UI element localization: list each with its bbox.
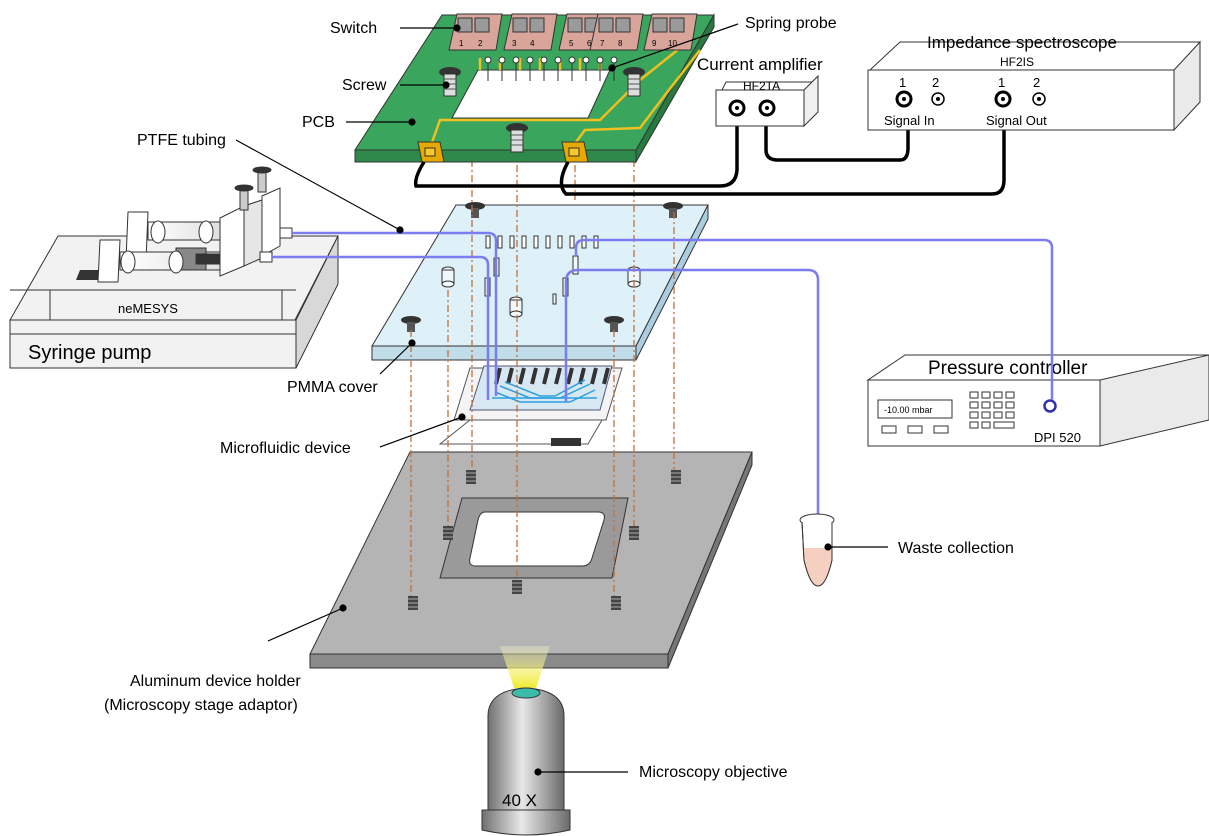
switch-number: 9 (652, 39, 657, 48)
aluminum-holder (310, 452, 752, 668)
label-pcb: PCB (302, 114, 335, 131)
dip-switch-group: 1 2 3 4 5 6 7 8 9 10 (449, 14, 697, 50)
switch-number: 8 (618, 39, 623, 48)
label-stage-adaptor: (Microscopy stage adaptor) (104, 697, 298, 714)
microscopy-objective: 40 X (482, 646, 570, 835)
label-microscopy-objective: Microscopy objective (639, 764, 788, 781)
pump-brand: neMESYS (118, 301, 178, 316)
sma-connector (562, 142, 588, 162)
impedance-spectroscope: HF2IS 1 2 1 2 Signal In Signal Out (868, 42, 1200, 130)
holder-screw (443, 526, 453, 540)
switch-number: 1 (459, 39, 464, 48)
label-impedance-spectroscope: Impedance spectroscope (927, 33, 1117, 52)
objective-magnification: 40 X (502, 791, 537, 810)
current-amplifier: HF2TA (716, 76, 818, 126)
holder-screw (512, 580, 522, 594)
holder-screw (466, 470, 476, 484)
amplifier-model: HF2TA (743, 79, 780, 93)
port-label: 1 (998, 75, 1005, 90)
sma-connector (418, 142, 444, 162)
holder-screw (671, 470, 681, 484)
pressure-controller: -10.00 mbar DPI 520 Pressure controller (868, 355, 1209, 446)
signal-in-label: Signal In (884, 113, 935, 128)
signal-out-label: Signal Out (986, 113, 1047, 128)
impedance-model: HF2IS (1000, 55, 1034, 69)
label-waste-collection: Waste collection (898, 540, 1014, 557)
label-spring-probe: Spring probe (745, 15, 837, 32)
label-ptfe-tubing: PTFE tubing (137, 132, 226, 149)
microfluidic-device (440, 366, 622, 446)
pmma-cover (372, 202, 708, 360)
port-label: 2 (932, 75, 939, 90)
holder-screw (629, 526, 639, 540)
label-pmma-cover: PMMA cover (287, 379, 378, 396)
pressure-title: Pressure controller (928, 358, 1088, 379)
holder-screw (408, 596, 418, 610)
label-aluminum-holder: Aluminum device holder (130, 673, 301, 690)
switch-number: 5 (569, 39, 574, 48)
port-label: 2 (1033, 75, 1040, 90)
pressure-model: DPI 520 (1034, 430, 1081, 445)
holder-screw (611, 596, 621, 610)
label-microfluidic-device: Microfluidic device (220, 440, 351, 457)
switch-number: 7 (600, 39, 605, 48)
switch-number: 3 (512, 39, 517, 48)
pcb-board: 1 2 3 4 5 6 7 8 9 10 (355, 14, 714, 162)
switch-number: 6 (587, 39, 592, 48)
pressure-display: -10.00 mbar (884, 405, 933, 415)
port-label: 1 (899, 75, 906, 90)
switch-number: 2 (478, 39, 483, 48)
label-screw: Screw (342, 77, 387, 94)
label-current-amplifier: Current amplifier (697, 55, 823, 74)
pump-label: Syringe pump (28, 342, 151, 364)
label-switch: Switch (330, 20, 377, 37)
switch-number: 4 (530, 39, 535, 48)
syringe-pump: neMESYS Syringe pump (10, 167, 338, 368)
